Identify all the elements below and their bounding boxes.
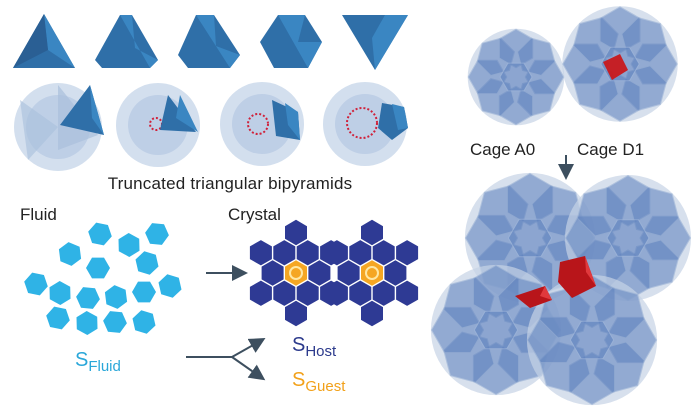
fluid-hexagon (104, 285, 128, 309)
s-fluid-subscript: Fluid (88, 358, 121, 375)
fluid-hexagon (132, 281, 156, 303)
cluster-1 (14, 83, 104, 171)
cage-d1-label: Cage D1 (577, 140, 645, 159)
truncated-shape-3 (260, 15, 322, 68)
host-hexagon (361, 300, 383, 327)
cluster-3 (220, 82, 304, 166)
lattice-guest-particles (515, 256, 596, 308)
s-guest-label: SGuest (292, 369, 345, 395)
cage-core (473, 310, 519, 350)
s-fluid-symbol: S (75, 349, 89, 371)
host-hexagon (249, 240, 272, 266)
cage-a0-label: Cage A0 (470, 140, 536, 159)
s-host-symbol: S (292, 334, 306, 356)
host-hexagon (349, 240, 372, 266)
cage-d1-guest-particle (603, 54, 628, 80)
s-fluid-label: SFluid (75, 349, 121, 375)
fluid-hexagon (58, 242, 82, 266)
inverted-tetrahedron-shape (342, 15, 408, 70)
host-hexagon (249, 280, 272, 306)
cage-core (569, 320, 615, 360)
guest-rotation-ring (365, 266, 379, 280)
guest-rotation-ring (289, 266, 303, 280)
s-guest-symbol: S (292, 369, 306, 391)
fluid-hexagon (24, 272, 48, 296)
s-host-subscript: Host (305, 343, 337, 360)
fluid-hexagon (118, 233, 140, 257)
host-hexagon (349, 280, 372, 306)
cluster-4 (323, 82, 408, 166)
truncated-shape-2 (178, 15, 240, 68)
host-hexagon (296, 280, 319, 306)
crystal-label: Crystal (228, 205, 281, 224)
cage-lattice (430, 172, 691, 406)
host-hexagon (261, 260, 284, 286)
cage-d1-cluster (562, 6, 678, 122)
host-hexagon (372, 240, 395, 266)
host-hexagon (308, 260, 331, 286)
dashed-circle-3 (346, 107, 378, 139)
cluster-row (14, 82, 408, 171)
fluid-hexagon (103, 311, 127, 333)
figure-title: Truncated triangular bipyramids (107, 174, 353, 193)
fluid-hexagon (76, 311, 98, 335)
fluid-hexagon (135, 251, 159, 275)
host-hexagon (325, 280, 348, 306)
host-hexagon (273, 240, 296, 266)
cage-a0-cluster (467, 28, 565, 126)
fluid-hexagon (88, 222, 112, 246)
host-hexagon (285, 300, 307, 327)
host-hexagon (296, 240, 319, 266)
cage-core (507, 218, 553, 258)
host-hexagon (396, 240, 419, 266)
host-hexagon (396, 280, 419, 306)
cage-core (606, 219, 650, 257)
host-hexagon (273, 280, 296, 306)
cluster-2 (116, 83, 200, 167)
host-hexagon (285, 219, 307, 246)
host-hexagon (325, 240, 348, 266)
dashed-circle-2 (247, 113, 269, 135)
branch-arrows (186, 338, 266, 381)
fluid-label: Fluid (20, 205, 57, 224)
fluid-hexagon (49, 281, 71, 305)
cage-core (499, 62, 533, 92)
host-hexagon (372, 280, 395, 306)
host-hexagon (337, 260, 360, 286)
s-guest-subscript: Guest (305, 378, 346, 395)
fluid-hexagon (132, 310, 156, 334)
host-hexagon (361, 219, 383, 246)
fluid-hexagon (145, 223, 169, 245)
fluid-hexagon (46, 306, 70, 330)
tetrahedron-shape (13, 14, 75, 68)
fluid-hexagon (158, 274, 182, 298)
s-host-label: SHost (292, 334, 336, 360)
guest-hexagon (361, 260, 383, 286)
crystal-hexagon-group (249, 219, 419, 327)
guest-hexagon (285, 260, 307, 286)
host-hexagon (384, 260, 407, 286)
fluid-hexagon (76, 287, 100, 309)
truncated-shape-1 (95, 15, 158, 68)
fluid-hexagon-group (24, 222, 182, 335)
shape-row (13, 14, 408, 70)
fluid-hexagon (86, 257, 110, 279)
